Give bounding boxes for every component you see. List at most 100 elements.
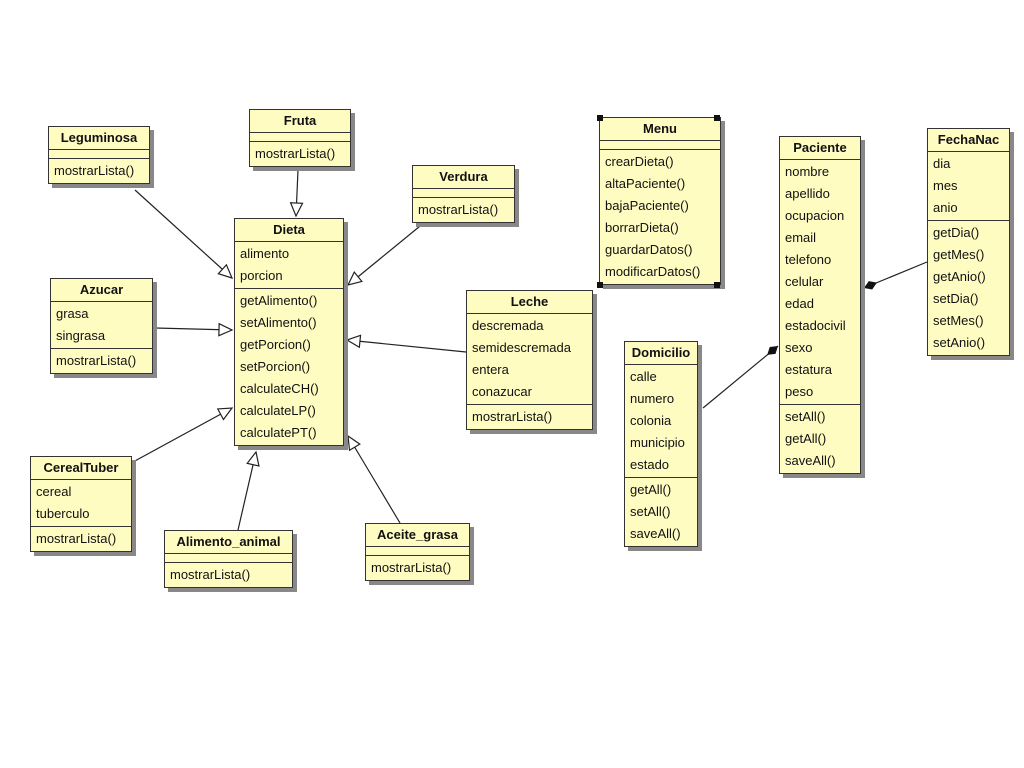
class-name: Azucar [51,279,152,302]
attribute: estadocivil [785,318,846,333]
attribute: estado [630,457,670,472]
class-aceite-grasa[interactable]: Aceite_grasa mostrarLista() [365,523,470,581]
methods-compartment: mostrarLista() [250,142,350,166]
methods-compartment: mostrarLista() [31,527,131,551]
method: calculateLP() [240,403,316,418]
class-name: Leguminosa [49,127,149,150]
class-name: Fruta [250,110,350,133]
class-verdura[interactable]: Verdura mostrarLista() [412,165,515,223]
class-name: Verdura [413,166,514,189]
method: setAlimento() [240,315,317,330]
methods-compartment: crearDieta() altaPaciente() bajaPaciente()… [600,150,720,284]
class-name: Alimento_animal [165,531,292,554]
method: mostrarLista() [418,202,499,217]
class-name: Menu [600,118,720,141]
methods-compartment: mostrarLista() [165,563,292,587]
class-menu[interactable]: Menu crearDieta() altaPaciente() bajaPacien… [597,115,721,285]
attribute: sexo [785,340,813,355]
generalization-leche-to-dieta [345,334,467,353]
attribute: grasa [56,306,89,321]
generalization-aceite-grasa-to-dieta [347,434,401,524]
method: mostrarLista() [54,163,135,178]
composition-fechanac-to-paciente [863,261,928,290]
generalization-alimento-animal-to-dieta [237,450,260,531]
method: getAnio() [933,269,986,284]
class-name: Dieta [235,219,343,242]
method: mostrarLista() [255,146,336,161]
methods-compartment: mostrarLista() [366,556,469,580]
attributes-compartment [250,133,350,142]
methods-compartment: getDia()getMes()getAnio()setDia()setMes(… [928,221,1009,355]
generalization-cerealtuber-to-dieta [132,407,234,463]
attributes-compartment [49,150,149,159]
method: mostrarLista() [371,560,452,575]
attribute: singrasa [56,328,106,343]
class-name: Domicilio [625,342,697,365]
attribute: ocupacion [785,208,845,223]
attribute: telefono [785,252,832,267]
attributes-compartment [600,141,720,150]
attribute: municipio [630,435,685,450]
class-name: Paciente [780,137,860,160]
methods-compartment: mostrarLista() [467,405,592,429]
method: mostrarLista() [36,531,117,546]
generalization-leguminosa-to-dieta [134,189,234,279]
attribute: tuberculo [36,506,90,521]
method: bajaPaciente() [605,198,689,213]
method: crearDieta() [605,154,674,169]
methods-compartment: mostrarLista() [51,349,152,373]
class-name: Leche [467,291,592,314]
method: getAlimento() [240,293,318,308]
method: setDia() [933,291,979,306]
attribute: porcion [240,268,283,283]
attributes-compartment [366,547,469,556]
method: getMes() [933,247,985,262]
method: setAll() [785,409,826,424]
attributes-compartment: cereal tuberculo [31,480,131,527]
method: borrarDieta() [605,220,679,235]
attribute: peso [785,384,814,399]
method: setAnio() [933,335,986,350]
attribute: nombre [785,164,830,179]
method: setPorcion() [240,359,311,374]
method: calculatePT() [240,425,317,440]
method: setMes() [933,313,984,328]
attribute: entera [472,362,509,377]
attribute: estatura [785,362,832,377]
method: mostrarLista() [170,567,251,582]
attribute: edad [785,296,814,311]
methods-compartment: mostrarLista() [49,159,149,183]
methods-compartment: setAll()getAll()saveAll() [780,405,860,473]
attribute: numero [630,391,675,406]
method: setAll() [630,504,671,519]
class-alimento-animal[interactable]: Alimento_animal mostrarLista() [164,530,293,588]
attribute: cereal [36,484,72,499]
method: altaPaciente() [605,176,686,191]
method: mostrarLista() [56,353,137,368]
method: getAll() [785,431,827,446]
attribute: dia [933,156,951,171]
generalization-verdura-to-dieta [346,221,426,286]
attributes-compartment: grasa singrasa [51,302,152,349]
class-fruta[interactable]: Fruta mostrarLista() [249,109,351,167]
class-azucar[interactable]: Azucar grasa singrasa mostrarLista() [50,278,153,374]
class-leguminosa[interactable]: Leguminosa mostrarLista() [48,126,150,184]
attribute: celular [785,274,824,289]
attribute: conazucar [472,384,532,399]
method: getAll() [630,482,672,497]
attribute: semidescremada [472,340,571,355]
class-name: Aceite_grasa [366,524,469,547]
attribute: email [785,230,817,245]
